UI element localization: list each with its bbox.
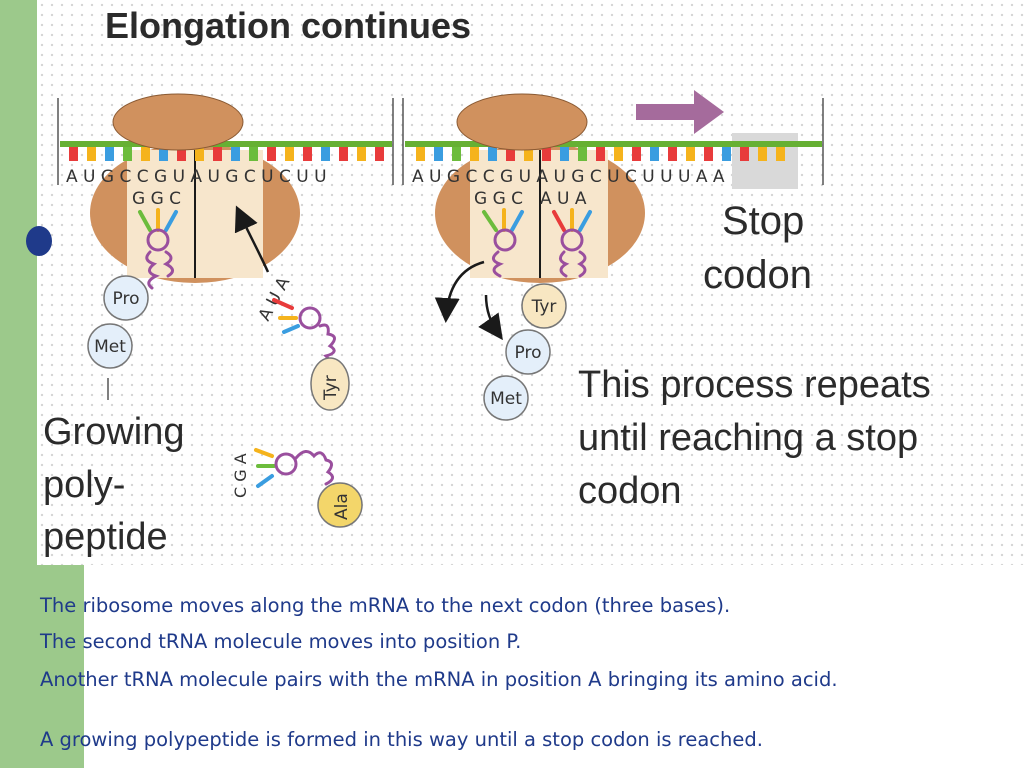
amino-acid-pro-left: Pro	[113, 289, 140, 309]
caption-line-4: A growing polypeptide is formed in this …	[40, 728, 763, 751]
mrna-sequence-left: A U G C C G U A U G C U C U U	[66, 167, 327, 187]
anticodon-p-right: G G C	[474, 189, 523, 209]
mrna-base-stubs-right	[416, 147, 785, 161]
mrna-sequence-right: A U G C C G U A U G C U C U U U A A	[412, 167, 725, 187]
ribosome-small-subunit	[112, 93, 244, 151]
amino-acid-met-right: Met	[490, 389, 522, 409]
diagram-title: Elongation continues	[105, 5, 471, 46]
elongation-diagram: Elongation continues	[43, 5, 941, 558]
amino-acid-pro-right: Pro	[515, 343, 542, 363]
movement-arrow-icon	[636, 90, 724, 134]
amino-acid-met-left: Met	[94, 337, 126, 357]
exit-arrow-icon	[434, 260, 485, 323]
anticodon-a-right: A U A	[540, 189, 587, 209]
trna-second	[254, 448, 334, 488]
trna-p-right	[482, 208, 524, 278]
amino-acid-ala: Ala	[332, 493, 352, 520]
amino-acid-tyr-incoming: Tyr	[321, 375, 341, 401]
release-arrow-icon	[478, 294, 503, 341]
caption-line-3: Another tRNA molecule pairs with the mRN…	[40, 668, 838, 691]
caption-line-2: The second tRNA molecule moves into posi…	[40, 630, 522, 653]
left-panel: A U G C C G U A U G C U C U U G G C Pro …	[43, 93, 394, 558]
caption-line-1: The ribosome moves along the mRNA to the…	[40, 594, 731, 617]
right-panel: A U G C C G U A U G C U C U U U A A G G …	[402, 90, 941, 512]
mrna-base-stubs	[69, 147, 384, 161]
trna-a-right	[552, 208, 592, 278]
trna-incoming	[272, 298, 336, 368]
ribosome-small-subunit-right	[456, 93, 588, 151]
process-repeats-text: This process repeats until reaching a st…	[578, 364, 941, 512]
trna-p-site	[138, 208, 178, 290]
bullet-dot	[26, 226, 52, 256]
amino-acid-tyr-right: Tyr	[531, 297, 557, 317]
anticodon-p-left: G G C	[132, 189, 181, 209]
growing-polypeptide-label: Growing poly- peptide	[43, 411, 195, 558]
second-anticodon: C G A	[231, 453, 250, 498]
stop-codon-label: Stop codon	[703, 199, 815, 297]
incoming-arrow-icon	[234, 205, 270, 273]
